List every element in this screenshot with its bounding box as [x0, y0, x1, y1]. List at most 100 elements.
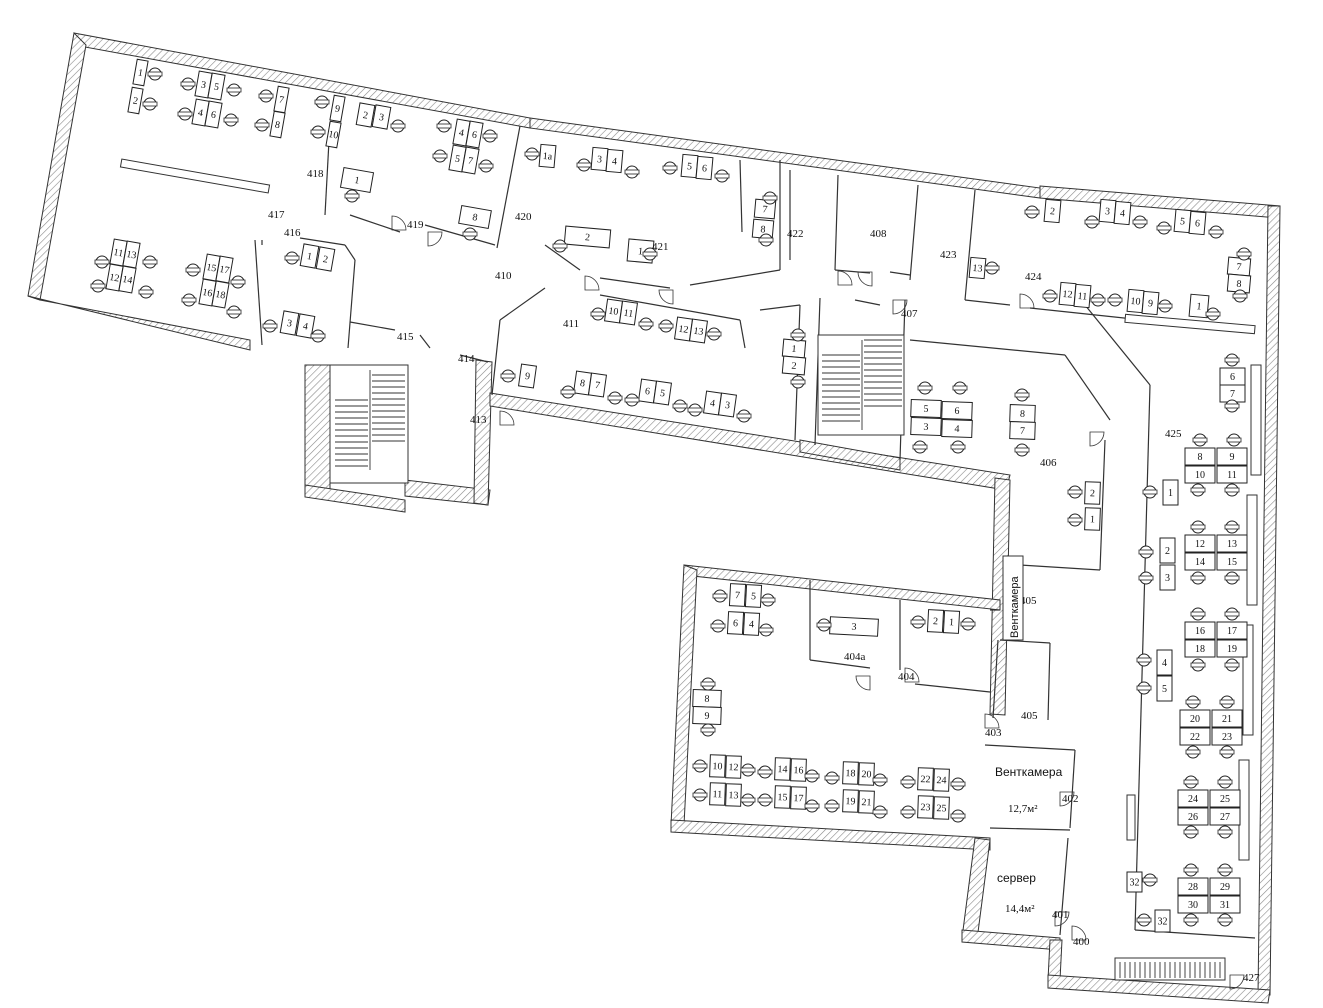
- wall-server-bottom: [961, 929, 1061, 951]
- door-arcs: [391, 215, 1245, 990]
- room-label-404a: 404а: [844, 651, 866, 663]
- room-label-424: 424: [1025, 271, 1042, 283]
- desk-number: 4: [611, 156, 617, 167]
- desk: 9: [517, 363, 538, 389]
- desk-number: 25: [1220, 794, 1230, 805]
- desk-number: 4: [197, 107, 204, 119]
- desk-number: 1: [949, 617, 955, 628]
- wall-top-right: [1039, 185, 1281, 219]
- room-label-407: 406: [1040, 457, 1057, 469]
- stairs-west: [329, 364, 409, 484]
- desk: 3: [717, 392, 738, 418]
- desk-number: 10: [608, 306, 619, 318]
- desk: 6: [1188, 210, 1207, 236]
- desk: 10: [1126, 288, 1145, 314]
- special-rooms: Венткамера 12,7м² сервер 14,4м² Венткаме…: [995, 555, 1063, 915]
- desk-number: 20: [1190, 714, 1200, 725]
- desk: 5: [910, 398, 942, 419]
- desk: 1: [1084, 507, 1101, 531]
- desk-number: 17: [218, 264, 230, 277]
- desk: 19: [1216, 639, 1248, 658]
- desk-number: 14: [1195, 557, 1205, 568]
- desk-number: 24: [936, 775, 946, 786]
- desk: 2: [127, 86, 144, 115]
- desk: 6: [695, 155, 714, 181]
- desk: 32: [1126, 871, 1143, 893]
- desk-number: 1: [353, 175, 360, 187]
- desk-number: 16: [793, 765, 803, 776]
- desk-number: 7: [467, 155, 474, 167]
- desk: 18: [1184, 639, 1216, 658]
- desk: 28: [1177, 877, 1209, 896]
- desk-number: 1: [637, 246, 643, 257]
- desk-number: 6: [701, 163, 707, 174]
- desk: 2: [315, 246, 336, 272]
- desk: 5: [744, 584, 763, 608]
- wall-stairs-left: [304, 364, 331, 501]
- desk-number: 17: [793, 793, 803, 804]
- room-label-419: 419: [407, 219, 424, 231]
- desk: 4: [742, 612, 761, 636]
- desk: 8: [572, 370, 593, 396]
- desk: 6: [726, 611, 745, 635]
- desk-number: 6: [210, 109, 217, 121]
- room-label-406: 405: [1020, 595, 1037, 607]
- desk: 1: [1162, 479, 1179, 506]
- desk-number: 8: [1236, 279, 1242, 290]
- desk-number: 18: [845, 768, 855, 779]
- desk: 3: [1159, 564, 1176, 591]
- desk-number: 6: [954, 406, 959, 417]
- room-labels: 417 418 416 419 420 421 422 408 423 424 …: [268, 168, 1260, 984]
- desk-number: 9: [1230, 452, 1235, 463]
- desk-number: 10: [712, 761, 722, 772]
- door-arc: [837, 270, 853, 286]
- desk-number: 6: [1194, 218, 1200, 229]
- desk: 27: [1209, 807, 1241, 826]
- desk: 21: [858, 790, 875, 814]
- desk-number: 5: [454, 153, 461, 165]
- wall-414-right: [473, 359, 493, 506]
- desk-number: 10: [1130, 296, 1141, 308]
- desk-number: 3: [596, 154, 602, 165]
- desk: 2: [1084, 481, 1101, 505]
- desk: 3: [1098, 198, 1117, 224]
- desk-number: 8: [760, 224, 766, 235]
- desk: 8: [1009, 404, 1036, 423]
- desk: 6: [465, 120, 484, 149]
- outer-walls: [27, 31, 1281, 1004]
- desk: 2: [1043, 198, 1062, 224]
- desk-number: 12: [728, 762, 738, 773]
- wall-sw-bottom: [670, 819, 991, 851]
- desk: 7: [728, 583, 747, 607]
- wall-nw-left: [27, 31, 87, 301]
- door-arc: [892, 299, 908, 315]
- desk-number: 20: [861, 769, 871, 780]
- desk: 7: [461, 146, 480, 175]
- desk-number: 24: [1188, 794, 1198, 805]
- desk-number: 1: [1090, 514, 1095, 525]
- desk: 32: [1154, 909, 1171, 933]
- wall-stairs-bottom: [304, 484, 406, 513]
- desk-number: 25: [936, 803, 946, 814]
- desk-number: 23: [1222, 732, 1232, 743]
- desk-number: 9: [1147, 298, 1153, 309]
- desk: 9: [329, 94, 346, 123]
- desk-number: 2: [322, 254, 329, 266]
- desk: 1: [299, 243, 320, 269]
- wall-server-left: [961, 837, 991, 941]
- desk-number: 5: [1162, 684, 1167, 695]
- desk: 16: [790, 758, 807, 782]
- desk: 1: [1188, 293, 1210, 319]
- desk-number: 10: [327, 129, 339, 142]
- desk-number: 22: [1190, 732, 1200, 743]
- door-arc: [391, 215, 407, 231]
- desk-number: 28: [1188, 882, 1198, 893]
- desk-number: 7: [278, 94, 285, 106]
- desk-number: 7: [762, 204, 768, 215]
- desk: 14: [1184, 552, 1216, 571]
- desk-number: 2: [933, 616, 939, 627]
- desk: 10: [709, 754, 726, 778]
- desk-number: 14: [121, 274, 133, 287]
- server-room-label: сервер: [997, 871, 1036, 885]
